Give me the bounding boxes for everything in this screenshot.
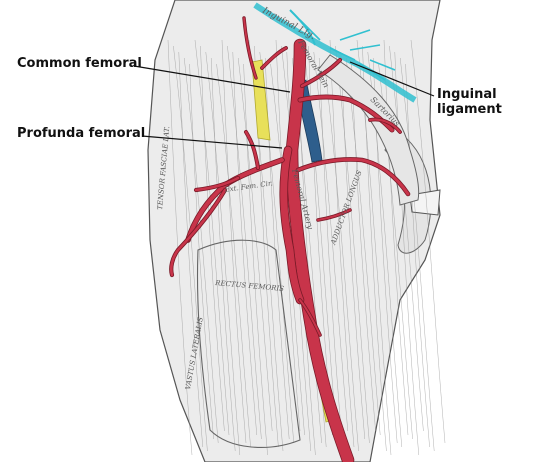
muscle-fiber-line (399, 57, 435, 452)
leader-profunda-femoral (141, 135, 283, 149)
muscle-fiber-line (227, 45, 262, 440)
lateral-circumflex-branch (194, 176, 240, 192)
muscle-fiber-line (410, 39, 446, 444)
muscle-fiber-line (173, 45, 208, 452)
label-common-femoral: Common femoral (17, 56, 142, 71)
muscle-fiber-line (383, 39, 409, 436)
muscle-fiber-line (405, 63, 430, 448)
muscle-fiber-line (335, 45, 370, 444)
perforating-branch (317, 209, 351, 221)
leader-common-femoral (133, 65, 291, 93)
external-pudendal-artery (368, 118, 402, 134)
leader-inguinal-ligament (349, 61, 435, 97)
muscle-fiber-line (183, 57, 219, 444)
muscle-fiber-line (389, 45, 424, 432)
muscle-fiber-line (351, 63, 376, 432)
label-inguinal-ligament: Inguinal ligament (437, 87, 502, 117)
muscle-fiber-line (243, 63, 268, 456)
muscle-fiber-line (178, 51, 204, 448)
muscle-fiber-line (200, 45, 225, 432)
arteries (169, 16, 411, 462)
label-inguinal-line2: ligament (437, 102, 502, 117)
muscle-fiber-line (318, 57, 344, 456)
muscle-fiber-line (221, 39, 247, 444)
medial-circumflex-artery (296, 158, 410, 196)
muscle-fiber-line (237, 57, 273, 432)
muscle-fiber-line (194, 39, 230, 436)
superficial-epigastric-artery (300, 58, 342, 88)
profunda-femoral-artery (280, 146, 304, 304)
small-branch-superior (243, 17, 257, 79)
muscle-fiber-line (340, 51, 366, 440)
ascending-branch (244, 130, 260, 170)
rectus-femoris-outline (196, 239, 301, 448)
muscle-fiber-line (205, 51, 241, 456)
muscle-fiber-line (232, 51, 258, 436)
muscle-fiber-line (210, 57, 236, 452)
muscle-fiber-line (394, 51, 420, 456)
small-branch-upper (260, 46, 288, 70)
label-profunda-femoral: Profunda femoral (17, 126, 146, 141)
muscle-fiber-line (216, 63, 251, 448)
muscle-fiber-line (324, 63, 359, 452)
profunda-terminal-branch (299, 299, 321, 336)
femoral-artery (286, 39, 354, 462)
leader-lines (133, 61, 435, 149)
inguinal-ligament (253, 2, 417, 103)
label-inguinal-line1: Inguinal (437, 87, 497, 102)
lateral-circumflex-descending (169, 188, 227, 277)
muscle-fiber-line (345, 57, 381, 436)
muscle-fiber-line (313, 51, 349, 432)
